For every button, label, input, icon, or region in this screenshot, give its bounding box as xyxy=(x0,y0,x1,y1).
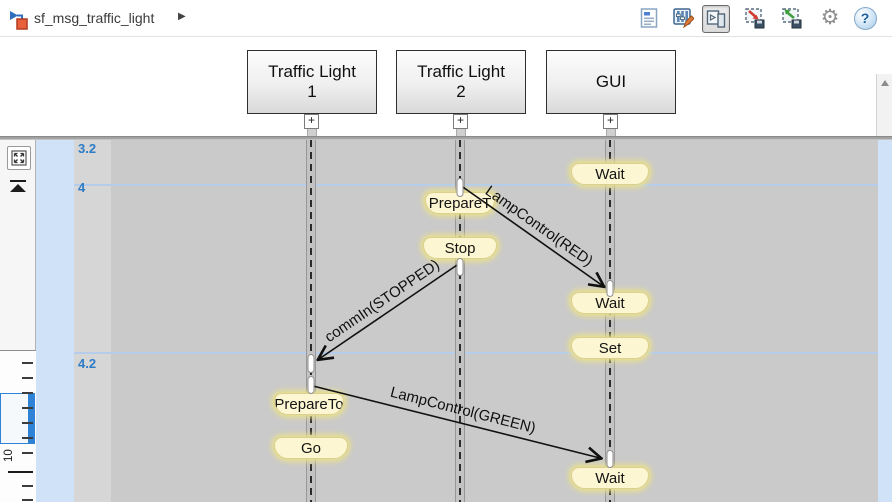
time-ruler: 10 20 xyxy=(0,350,36,502)
ruler-minor-tick xyxy=(22,422,33,424)
expand-lifeline-button[interactable]: + xyxy=(304,114,319,129)
state-label-wait[interactable]: Wait xyxy=(571,163,649,185)
activation-pill xyxy=(456,258,464,276)
expand-lifeline-button[interactable]: + xyxy=(603,114,618,129)
activation-pill xyxy=(307,376,315,394)
lifeline-title-line2: 1 xyxy=(307,82,317,101)
lifeline-stub xyxy=(307,127,317,136)
time-grid-line xyxy=(74,184,878,186)
lifeline-title-line1: Traffic Light xyxy=(268,62,356,81)
lifeline-header-band: Traffic Light 1 Traffic Light 2 GUI + + … xyxy=(0,37,892,174)
load-data-icon[interactable] xyxy=(779,5,805,31)
lifeline-head-gui[interactable]: GUI xyxy=(546,50,676,114)
ruler-minor-tick xyxy=(22,485,33,487)
activation-pill xyxy=(606,280,614,297)
fit-to-view-icon xyxy=(11,150,27,166)
scroll-to-top-icon xyxy=(10,179,26,183)
expand-lifeline-button[interactable]: + xyxy=(453,114,468,129)
ruler-minor-tick xyxy=(22,407,33,409)
ruler-minor-tick xyxy=(22,392,33,394)
activation-pill xyxy=(307,354,315,373)
lifeline-gui[interactable] xyxy=(605,140,615,502)
state-label-wait[interactable]: Wait xyxy=(571,292,649,314)
time-grid-line xyxy=(74,352,878,354)
lifeline-traffic-light-1[interactable] xyxy=(306,140,316,502)
state-label-prepareto[interactable]: PrepareTo xyxy=(274,393,344,415)
time-tick-label: 3.2 xyxy=(78,141,97,156)
help-icon[interactable]: ? xyxy=(852,5,878,31)
activation-pill xyxy=(606,450,614,468)
ruler-major-tick xyxy=(8,471,33,473)
time-tick-label: 4 xyxy=(78,180,86,195)
lifeline-title-line2: 2 xyxy=(456,82,466,101)
scroll-to-top-button[interactable] xyxy=(7,176,29,196)
save-data-icon[interactable] xyxy=(742,5,768,31)
help-glyph: ? xyxy=(853,6,877,30)
ruler-minor-tick xyxy=(22,362,33,364)
ruler-major-label: 10 xyxy=(3,449,15,463)
lifeline-stub xyxy=(606,127,616,136)
time-tick-label: 4.2 xyxy=(78,356,97,371)
breadcrumb-expand-arrow[interactable]: ▶ xyxy=(178,11,186,22)
configure-icon[interactable] xyxy=(670,5,696,31)
fit-to-view-button[interactable] xyxy=(7,146,31,170)
lifeline-stub xyxy=(456,127,466,136)
lifeline-head-traffic-light-1[interactable]: Traffic Light 1 xyxy=(247,50,377,114)
header-canvas-separator xyxy=(0,136,892,140)
ruler-viewport-indicator[interactable] xyxy=(0,393,35,444)
scroll-to-top-icon xyxy=(10,184,26,193)
viewport-grip[interactable] xyxy=(28,394,34,443)
ruler-minor-tick xyxy=(22,499,33,501)
time-gutter-left xyxy=(36,140,74,502)
state-label-go[interactable]: Go xyxy=(274,437,348,459)
lifeline-dash xyxy=(609,140,611,502)
scroll-up-icon[interactable] xyxy=(881,80,889,86)
left-tool-strip: 10 20 xyxy=(0,140,36,502)
ruler-minor-tick xyxy=(22,377,33,379)
title-bar: sf_msg_traffic_light ▶ xyxy=(0,0,892,37)
time-label-column xyxy=(74,140,111,502)
settings-gear-icon[interactable]: ⚙ xyxy=(817,5,843,31)
ruler-minor-tick xyxy=(22,437,33,439)
state-label-wait[interactable]: Wait xyxy=(571,467,649,489)
gear-glyph: ⚙ xyxy=(820,6,840,29)
lifeline-dash xyxy=(310,140,312,502)
state-label-set[interactable]: Set xyxy=(571,337,649,359)
highlight-in-model-icon[interactable] xyxy=(702,5,730,33)
report-icon[interactable] xyxy=(636,5,662,31)
lifeline-title-line1: GUI xyxy=(595,72,627,91)
state-label-stop[interactable]: Stop xyxy=(423,237,497,259)
page-title[interactable]: sf_msg_traffic_light xyxy=(34,10,155,26)
lifeline-title-line1: Traffic Light xyxy=(417,62,505,81)
chart-breadcrumb-icon xyxy=(10,11,28,30)
time-gutter-right xyxy=(878,140,892,502)
ruler-minor-tick xyxy=(22,452,33,454)
lifeline-head-traffic-light-2[interactable]: Traffic Light 2 xyxy=(396,50,526,114)
activation-pill xyxy=(456,178,464,197)
